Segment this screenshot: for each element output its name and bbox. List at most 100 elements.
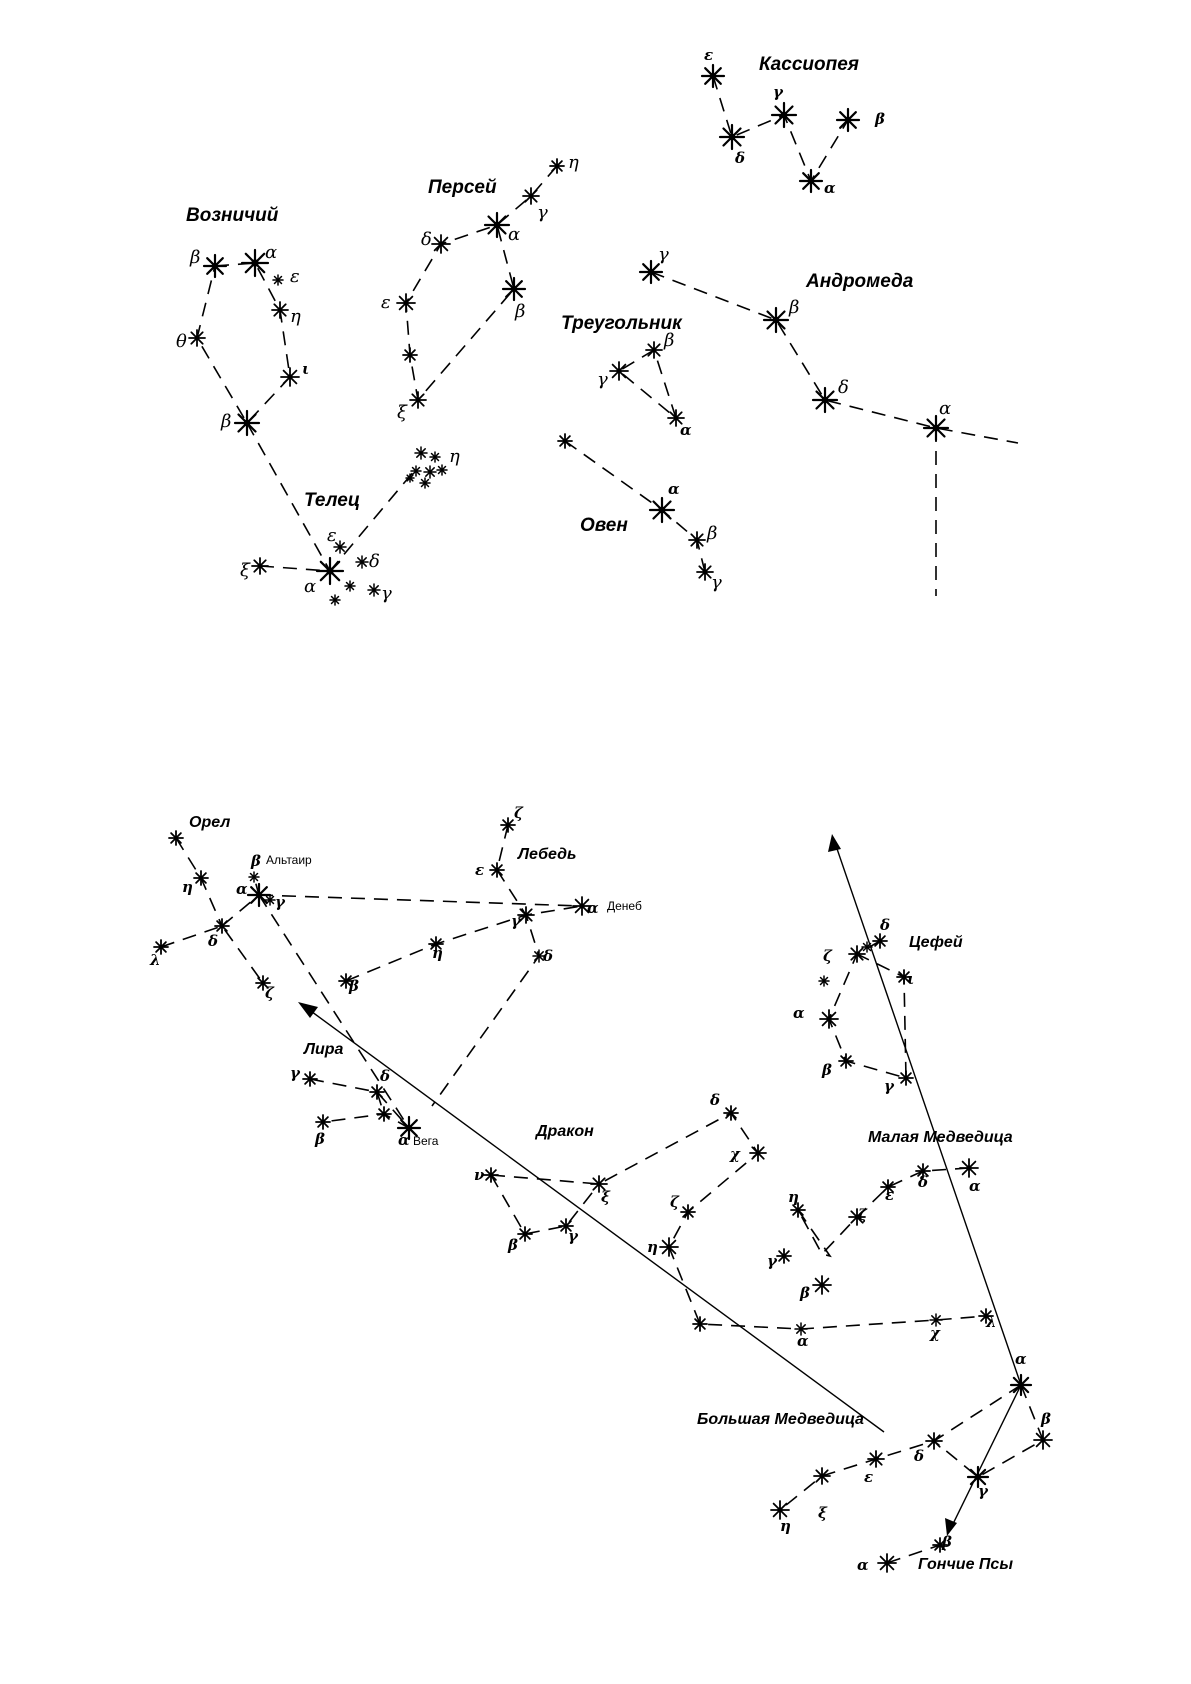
star-tri-bet (645, 341, 663, 359)
greek-or-eta: η (182, 878, 193, 896)
greek-dr-gam: γ (568, 1227, 579, 1245)
greek-mm-eps: ε (885, 1186, 894, 1204)
star-leb-zet (500, 817, 516, 833)
greek-per-del: δ (421, 229, 432, 250)
greek-bm-xi: ξ (818, 1504, 828, 1522)
star-dr-zet (680, 1204, 696, 1220)
greek-tel-del: δ (369, 551, 380, 572)
star-per-xi (409, 391, 427, 409)
greek-voz-bet2: β (220, 411, 231, 432)
star-cef-iota (896, 969, 912, 985)
starname-vega: Вега (413, 1134, 439, 1148)
greek-kas-gam: γ (773, 83, 784, 101)
star-bm-alp (1009, 1373, 1033, 1397)
star-lir-alp (396, 1115, 422, 1141)
star-leb-eta (428, 936, 444, 952)
greek-dr-zet: ζ (670, 1193, 680, 1211)
star-and-del (811, 386, 839, 414)
greek-mm-gam: γ (767, 1252, 778, 1270)
star-or-s1 (168, 830, 184, 846)
star-tel-p7 (405, 473, 415, 483)
star-leb-eps (489, 862, 505, 878)
star-voz-eps (272, 274, 284, 286)
star-voz-alp (240, 248, 270, 278)
greek-per-xi: ξ (397, 402, 408, 423)
greek-voz-eta: η (290, 306, 301, 327)
star-per-bet (501, 276, 527, 302)
star-bm-xi (813, 1467, 831, 1485)
star-tel-gam (367, 583, 381, 597)
star-leb-bet (338, 973, 354, 989)
star-lir-s (376, 1106, 392, 1122)
greek-cef-alp: α (793, 1004, 805, 1022)
greek-cef-zet: ζ (823, 947, 833, 965)
greek-voz-eps: ε (290, 266, 300, 287)
greek-lir-alp: α (398, 1131, 410, 1149)
star-kas-del (718, 123, 746, 151)
star-lir-bet (315, 1114, 331, 1130)
star-bm-eta (770, 1500, 790, 1520)
star-tel-p4 (423, 465, 437, 479)
star-lir-gam (302, 1071, 318, 1087)
star-or-eta (193, 870, 209, 886)
arrow-line-to-north (833, 839, 1022, 1386)
star-or-zet (255, 975, 271, 991)
label-malaya-medveditsa: Малая Медведица (868, 1129, 1013, 1146)
star-ov-s (557, 433, 573, 449)
greek-kas-alp: α (824, 179, 836, 197)
greek-dr-bet: β (507, 1236, 518, 1254)
star-cef-del (872, 933, 888, 949)
star-bm-eps (867, 1450, 885, 1468)
greek-leb-gam: γ (511, 912, 522, 930)
greek-bm-bet: β (1040, 1410, 1051, 1428)
label-andromeda: Андромеда (805, 271, 914, 292)
arrow-line-to-vega (303, 1005, 885, 1433)
star-kas-alp (798, 168, 824, 194)
star-dr-gam (558, 1218, 574, 1234)
star-per-mid (402, 347, 418, 363)
greek-bm-alp: α (1015, 1350, 1027, 1368)
star-tel-p3 (410, 465, 422, 477)
star-mm-eps (880, 1179, 896, 1195)
greek-kas-del: δ (734, 149, 745, 167)
greek-per-bet: β (514, 301, 525, 322)
star-per-eta (549, 158, 565, 174)
greek-dr-nu: ν (474, 1166, 485, 1184)
greek-tri-bet: β (663, 330, 674, 351)
arrowhead-canes (945, 1518, 957, 1536)
star-and-gam (638, 259, 664, 285)
greek-tel-xi: ξ (240, 560, 251, 581)
star-tel-del (355, 555, 369, 569)
star-per-gam (522, 187, 540, 205)
greek-and-del: δ (838, 377, 849, 398)
star-cef-s (861, 941, 873, 953)
star-tel-alp (315, 556, 345, 586)
greek-leb-zet: ζ (514, 804, 524, 822)
greek-ov-gam: γ (711, 572, 722, 593)
star-gp-bet (932, 1537, 948, 1553)
label-bolshaya-medveditsa: Большая Медведица (697, 1411, 864, 1428)
label-persey: Персей (428, 177, 497, 198)
star-bm-gam (966, 1465, 990, 1489)
star-tel-eps (333, 540, 347, 554)
bottom-map-greek-letters: η β α γ λ δ ζ ζ ε α γ η β δ δ ζ ι α β γ … (149, 804, 1051, 1574)
star-tri-gam (609, 361, 629, 381)
top-map-labels: Кассиопея Персей Возничий Андромеда Треу… (186, 54, 914, 536)
star-or-alp (246, 882, 272, 908)
label-drakon: Дракон (534, 1123, 594, 1140)
arrowhead-vega (298, 1002, 318, 1018)
greek-per-eta: η (568, 152, 579, 173)
greek-lir-bet: β (314, 1130, 325, 1148)
star-leb-alp (572, 896, 592, 916)
star-tel-s1 (344, 580, 356, 592)
label-telets: Телец (304, 490, 360, 511)
star-ov-bet (688, 531, 706, 549)
greek-or-alp: α (236, 880, 248, 898)
greek-lir-del: δ (379, 1067, 390, 1085)
greek-lir-gam: γ (290, 1064, 301, 1082)
greek-leb-alp: α (587, 899, 599, 917)
star-or-bet (248, 871, 260, 883)
greek-tel-alp: α (304, 576, 316, 597)
star-and-bet (762, 306, 790, 334)
greek-leb-del: δ (542, 947, 553, 965)
